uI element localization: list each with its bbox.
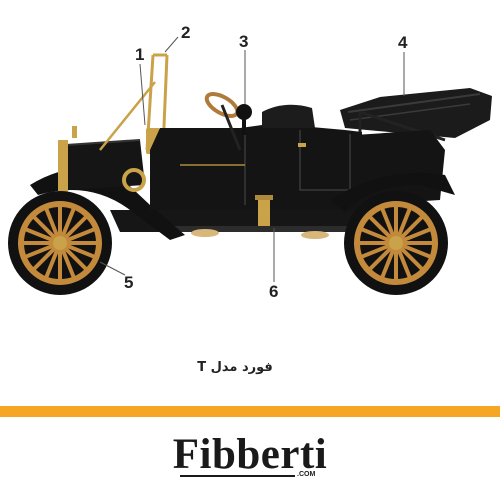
rear-wheel (344, 191, 448, 295)
callout-number-1: 1 (135, 45, 145, 64)
front-wheel (8, 191, 112, 295)
accent-band (0, 406, 500, 417)
rear-fender (330, 172, 455, 212)
logo-suffix: .COM (297, 471, 316, 478)
steering-wheel (204, 92, 252, 151)
figure-caption: فورد مدل T (197, 359, 273, 375)
hood (58, 126, 145, 192)
callout-number-2: 2 (181, 23, 191, 42)
callout-leaders (99, 36, 405, 282)
running-board (110, 210, 372, 239)
callout-number-5: 5 (124, 273, 134, 292)
callout-number-3: 3 (239, 32, 249, 51)
logo-underline (180, 475, 295, 477)
seat (262, 104, 315, 128)
site-logo[interactable]: Fibberti (172, 431, 328, 478)
ford-model-t-diagram (8, 36, 492, 295)
callout-number-6: 6 (269, 282, 279, 301)
side-lamp (255, 195, 273, 226)
callout-number-4: 4 (398, 33, 408, 52)
